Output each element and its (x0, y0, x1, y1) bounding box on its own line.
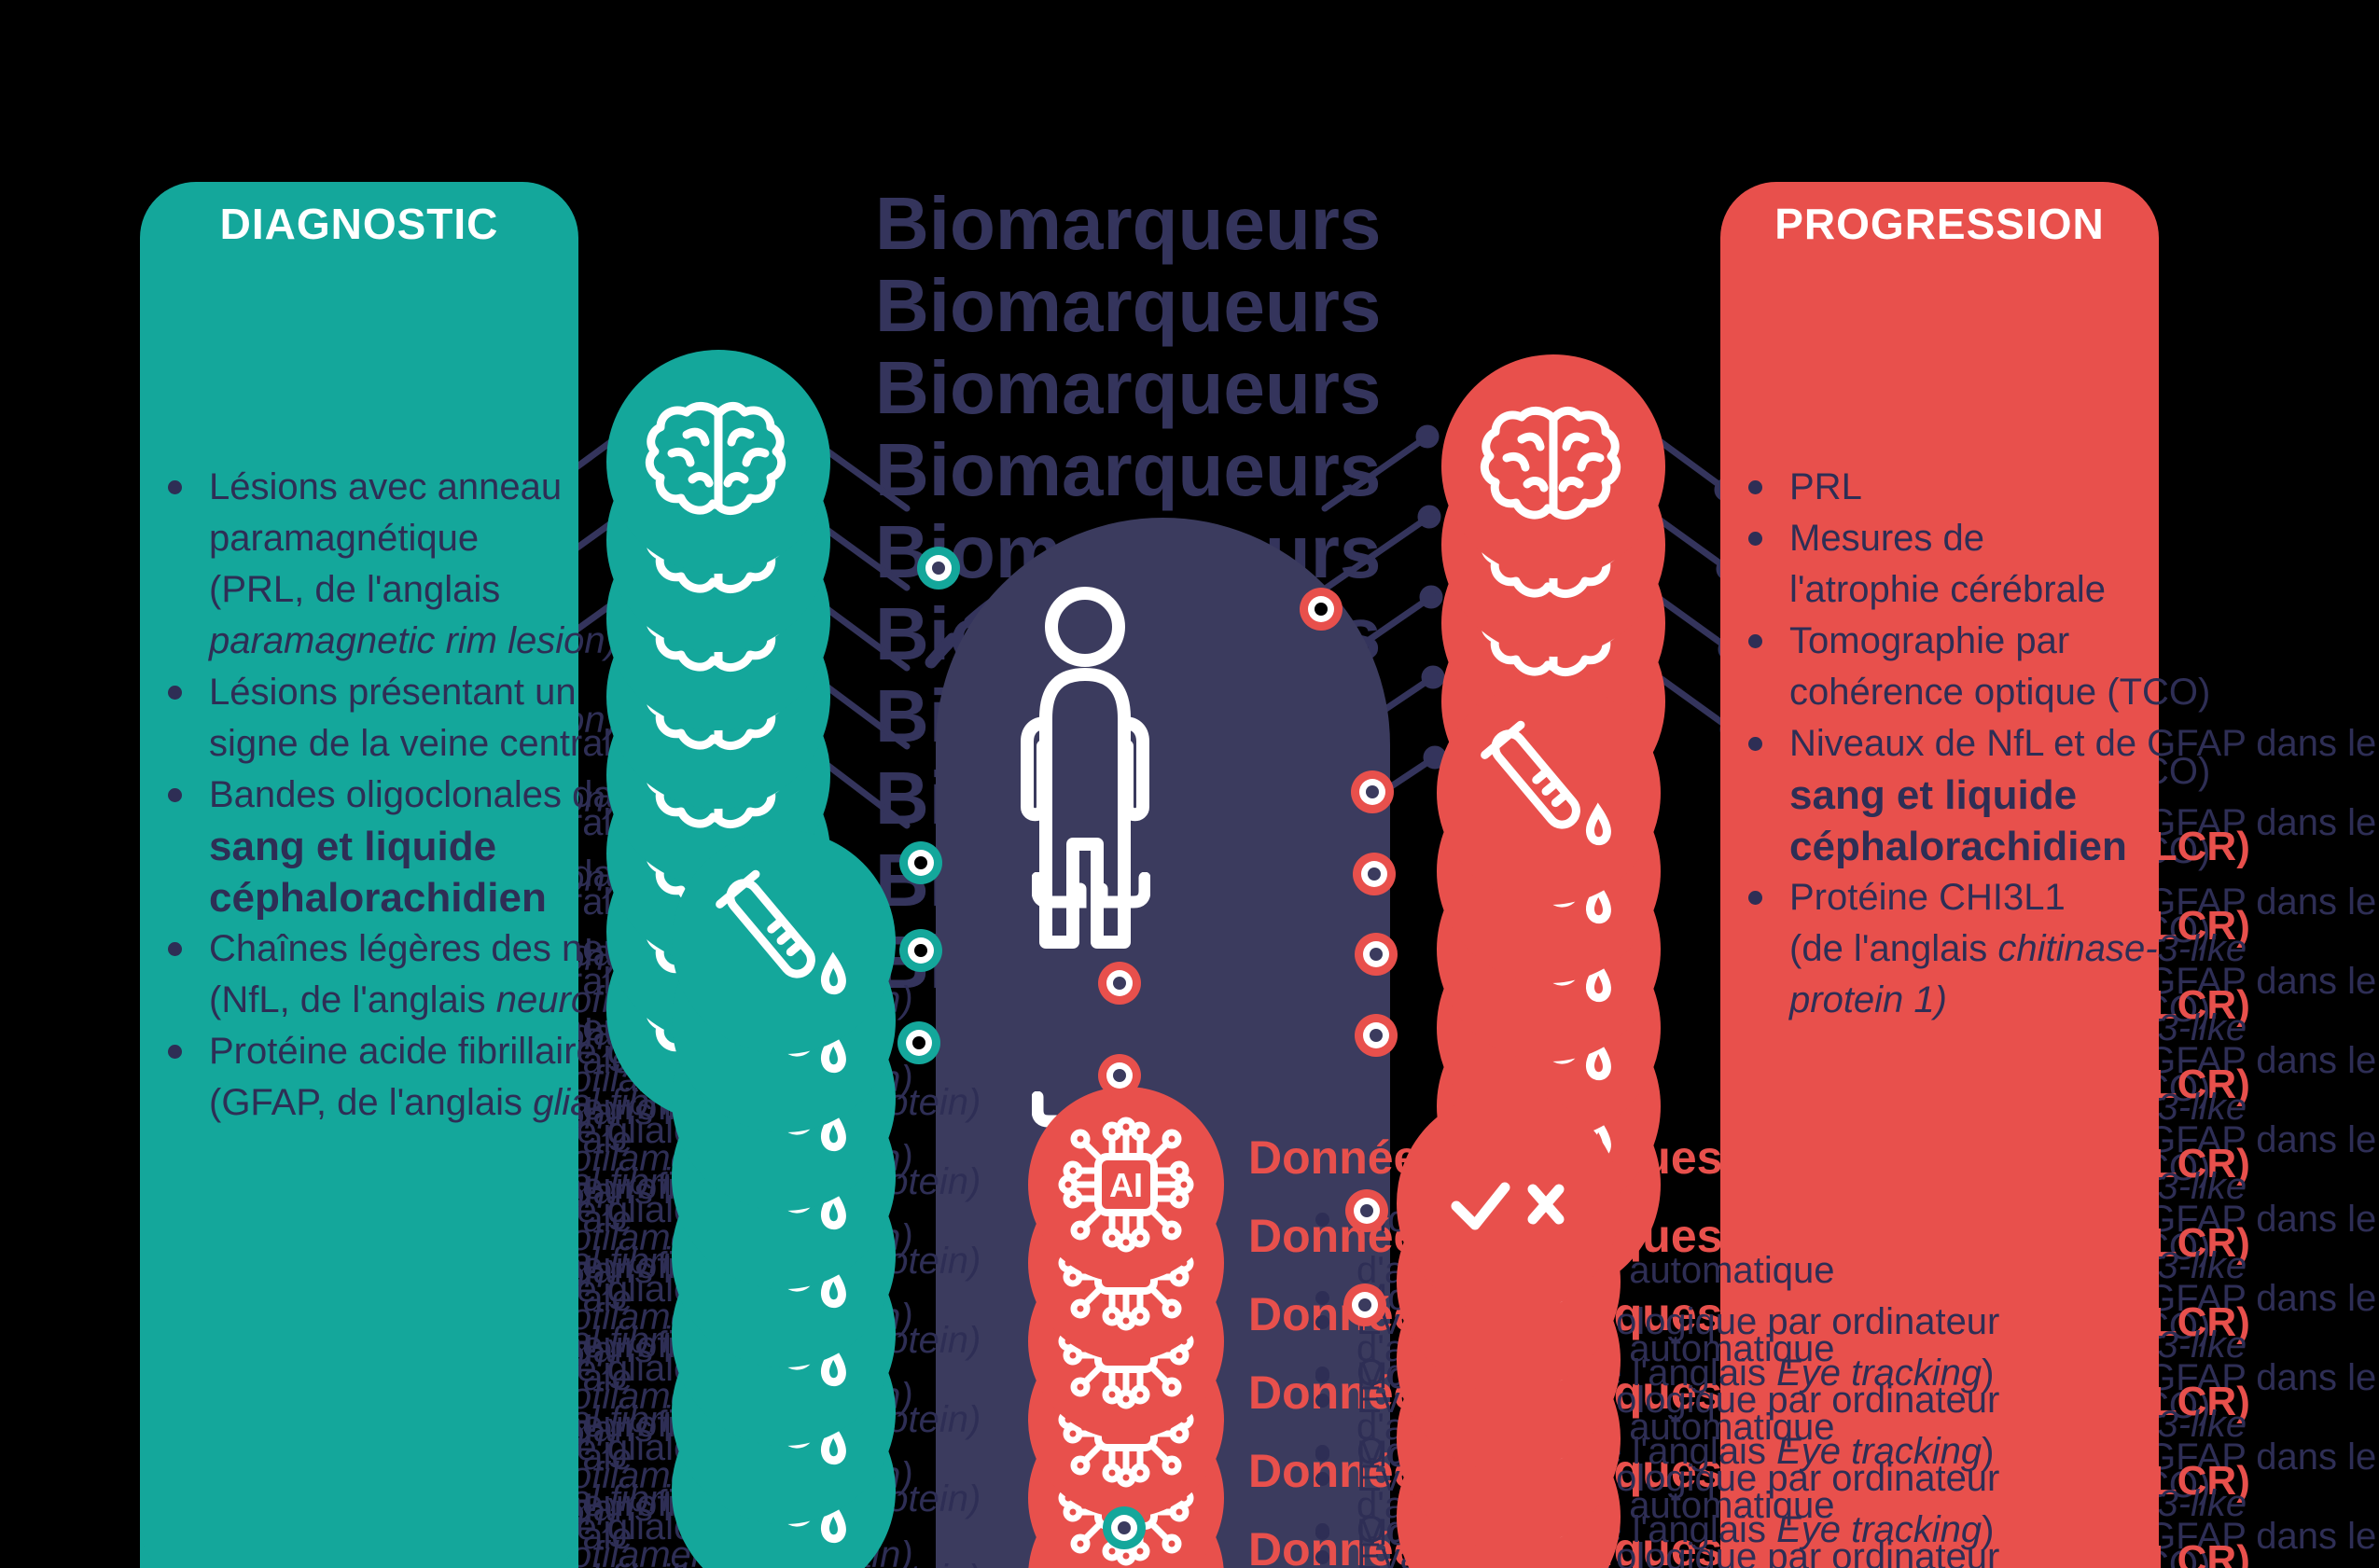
connector-ring-marker (1300, 588, 1343, 631)
foot-fragment-icon (1095, 872, 1150, 909)
droplet-icon (820, 1030, 846, 1074)
bullet-dot (1748, 891, 1762, 905)
diagnostic-card (140, 182, 578, 1568)
page-title: Biomarqueurs (875, 428, 1382, 511)
diagnostic-title: DIAGNOSTIC (219, 200, 499, 248)
bullet-line: cohérence optique (TCO) (1789, 672, 2211, 713)
bullet-line: signe de la veine centrale (209, 723, 633, 764)
bullet-dot (168, 942, 182, 956)
diagnostic-bullet-list: Lésions avec anneau paramagnétique (PRL, d… (166, 462, 981, 1129)
bullet-line: Lésions présentant un (166, 667, 577, 718)
droplet-icon (820, 1422, 846, 1465)
test-tube-circle (1437, 681, 1661, 905)
bullet-dot (1315, 1523, 1329, 1537)
bullet-dot (1315, 1472, 1329, 1486)
progression-card (1720, 182, 2159, 1568)
connector-ring-marker (1345, 1189, 1388, 1232)
evaluation-circle (1397, 1091, 1621, 1315)
droplet-icon (1585, 1037, 1611, 1081)
bullet-line: Protéine acide fibrillaire gliale (166, 1026, 694, 1077)
ai-chip-icon: AI (1058, 1117, 1194, 1253)
bullet-line: l'atrophie cérébrale (1789, 569, 2106, 610)
page-title: Biomarqueurs (875, 346, 1382, 429)
droplet-icon (820, 1343, 846, 1387)
test-tube-icon (1481, 720, 1611, 846)
droplet-icon (1585, 802, 1611, 846)
bullet-line: Lésions avec anneau (166, 462, 562, 513)
brain-icon (1480, 407, 1621, 520)
bullet-dot (168, 686, 182, 700)
connector-ring-marker (917, 547, 960, 590)
bullet-dot (168, 1045, 182, 1059)
bullet-dot (1748, 480, 1762, 494)
bullet-dot (1315, 1445, 1329, 1459)
connector-ring-marker (1103, 1506, 1146, 1549)
bullet-line: paramagnetic rim lesion) (209, 620, 618, 661)
bullet-line: céphalorachidien (LCR) (1789, 824, 2250, 869)
person-icon (1021, 587, 1149, 949)
droplet-icon (820, 1186, 846, 1230)
bullet-dot (1315, 1315, 1329, 1329)
svg-text:AI: AI (1109, 1166, 1143, 1204)
bullet-line: (de l'anglais chitinase-3-like (1789, 928, 2247, 969)
bullet-dot (1315, 1367, 1329, 1381)
bullet-dot (1748, 737, 1762, 751)
droplet-icon (820, 1500, 846, 1544)
bullet-line: PRL (1746, 462, 2138, 513)
ai-circle: AI (1028, 1087, 1224, 1283)
connector-ring-marker (899, 929, 942, 972)
bullet-dot (168, 788, 182, 802)
connector-ring-marker (1098, 962, 1141, 1005)
bullet-line: Tomographie par (1746, 616, 2138, 667)
foot-fragment-icon (1032, 872, 1087, 909)
bullet-line: céphalorachidien (209, 875, 547, 921)
bullet-line: sang et liquide (1789, 772, 2078, 818)
bullet-line: protein 1) (1789, 979, 1947, 1020)
droplet-icon (820, 951, 846, 995)
page-title: Biomarqueurs (875, 182, 1382, 265)
bullet-line: (GFAP, de l'anglais glial fibrillary aci… (209, 1082, 981, 1123)
bullet-dot (1315, 1394, 1329, 1408)
bullet-line: (PRL, de l'anglais (209, 569, 501, 610)
bullet-line: sang et liquide (209, 824, 497, 869)
foot-fragment-icon (1032, 1091, 1087, 1128)
bullet-line: Mesures de (1746, 513, 2138, 564)
droplet-icon (1585, 881, 1611, 924)
bullet-line: Niveaux de NfL et de GFAP dans le (1746, 718, 2376, 770)
bullet-dot (1315, 1291, 1329, 1305)
connector-ring-marker (897, 1021, 940, 1064)
connector-ring-marker (1355, 1014, 1398, 1057)
brain-circle (606, 350, 830, 574)
bullet-line: Chaînes légères des neurofilaments (166, 923, 806, 975)
test-tube-icon (716, 869, 846, 995)
connector-ring-marker (1098, 1054, 1141, 1097)
progression-title: PROGRESSION (1774, 200, 2105, 248)
bullet-line: Protéine CHI3L1 (1746, 872, 2138, 923)
droplet-icon (820, 1108, 846, 1152)
bullet-line: paramagnétique (209, 518, 480, 559)
test-tube-circle (672, 830, 896, 1054)
bullet-dot (1748, 532, 1762, 546)
connector-ring-marker (1351, 770, 1394, 813)
connector-ring-marker (1343, 1284, 1386, 1326)
bullet-dot (1748, 634, 1762, 648)
bullet-dot (168, 480, 182, 494)
connector-ring-marker (1355, 933, 1398, 976)
bullet-dot (1315, 1213, 1329, 1227)
brain-circle (1441, 354, 1665, 578)
bullet-line: Bandes oligoclonales dans le (166, 770, 692, 821)
droplet-icon (1585, 959, 1611, 1003)
droplet-icon (820, 1265, 846, 1309)
bullet-line: (NfL, de l'anglais neurofilament light c… (209, 979, 913, 1020)
brain-icon (645, 402, 786, 516)
page-title: Biomarqueurs (875, 264, 1382, 347)
bullet-dot (1315, 1550, 1329, 1564)
check-cross-icon (1451, 1182, 1565, 1230)
connector-ring-marker (1353, 853, 1396, 895)
connector-ring-marker (899, 841, 942, 884)
